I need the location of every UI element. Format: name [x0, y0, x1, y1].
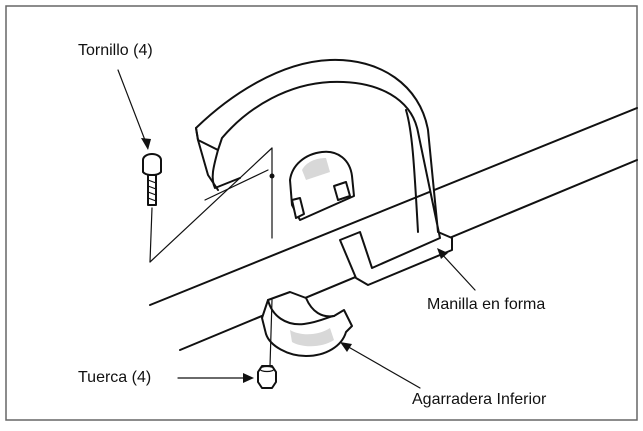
- handle-inner-line: [405, 109, 419, 233]
- handle-guide-line: [204, 169, 269, 201]
- bolt-axis-line: [149, 207, 153, 263]
- loop-handle: [195, 58, 453, 286]
- assembly-lines: [149, 147, 275, 367]
- nut-body: [257, 365, 277, 389]
- grip-arrowhead: [340, 342, 352, 352]
- fastening-point: [269, 173, 275, 179]
- figure-frame: [5, 5, 638, 421]
- lower-grip-shade: [290, 328, 334, 347]
- bolt-label: Tornillo (4): [78, 42, 153, 59]
- nut-axis-line: [269, 299, 273, 367]
- upper-clamp-right-ear: [333, 181, 351, 201]
- nut-label: Tuerca (4): [78, 369, 152, 386]
- bolt-head-side: [142, 160, 162, 176]
- grip-leader: [344, 344, 421, 389]
- lower-grip-label: Agarradera Inferior: [412, 391, 547, 408]
- handle-left-edge: [195, 127, 219, 191]
- bolt-part: [142, 153, 162, 206]
- handle-arrowhead: [437, 248, 448, 259]
- upper-clamp-left-ear: [291, 197, 305, 219]
- handle-left-end: [211, 149, 241, 189]
- nut-arrowhead: [243, 373, 254, 383]
- handle-body: [195, 58, 453, 286]
- handle-leader: [439, 251, 476, 291]
- lower-grip-part: [261, 291, 353, 357]
- bolt-thread: [147, 179, 157, 202]
- upper-clamp: [289, 150, 355, 221]
- lower-grip-inner: [267, 299, 335, 326]
- nut-top: [259, 365, 275, 373]
- upper-clamp-shade: [302, 158, 330, 180]
- leader-arrows: [117, 69, 476, 389]
- shaft-tube: [149, 107, 638, 351]
- nut-part: [257, 365, 277, 389]
- bolt-arrowhead: [141, 138, 151, 150]
- bolt-guide-line: [149, 147, 273, 263]
- shaft-upper-edge: [149, 107, 638, 306]
- bolt-leader: [117, 69, 149, 149]
- handle-label: Manilla en forma: [427, 296, 546, 313]
